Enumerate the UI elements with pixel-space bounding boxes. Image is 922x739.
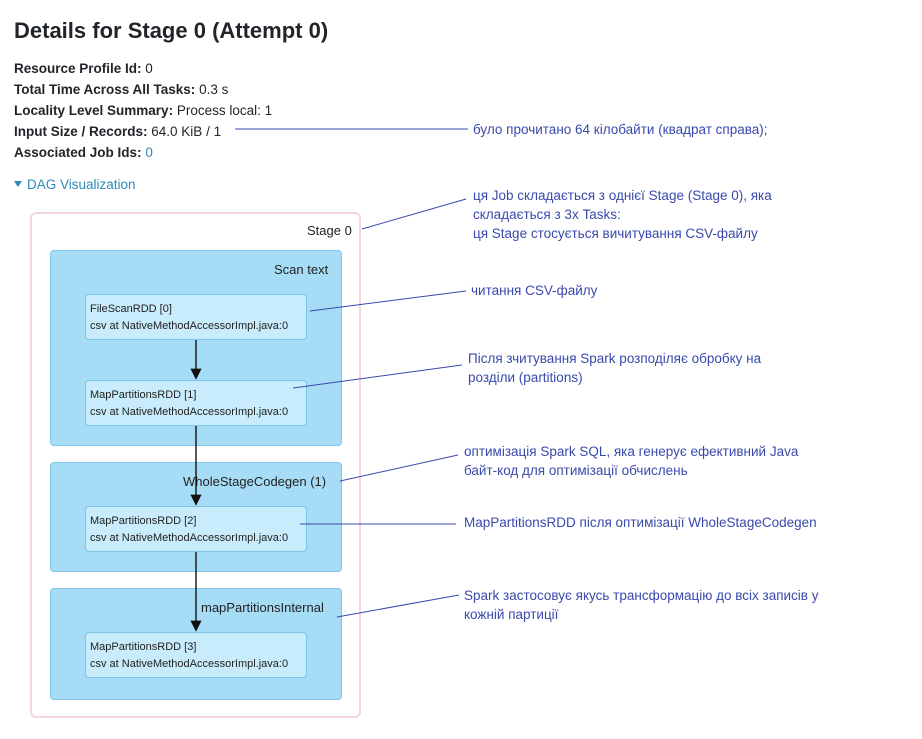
dag-visualization-label: DAG Visualization [27, 177, 136, 192]
summary-total-time: Total Time Across All Tasks: 0.3 s [14, 79, 272, 100]
annotation-partitions: Після зчитування Spark розподіляє обробк… [468, 349, 761, 387]
input-size-value: 64.0 KiB / 1 [147, 124, 222, 139]
annotation-stage-line3: ця Stage стосується вичитування CSV-файл… [473, 226, 758, 241]
rdd-node-callsite: csv at NativeMethodAccessorImpl.java:0 [90, 658, 289, 670]
cluster-label-scan-text: Scan text [274, 262, 329, 277]
rdd-node-callsite: csv at NativeMethodAccessorImpl.java:0 [90, 532, 289, 544]
locality-label: Locality Level Summary: [14, 103, 174, 118]
summary-locality: Locality Level Summary: Process local: 1 [14, 100, 272, 121]
annotation-stage-line1: ця Job складається з однієї Stage (Stage… [473, 188, 772, 203]
stage-summary-list: Resource Profile Id: 0 Total Time Across… [14, 58, 272, 163]
summary-resource-profile: Resource Profile Id: 0 [14, 58, 272, 79]
job-ids-label: Associated Job Ids: [14, 145, 142, 160]
cluster-label-wholestagecodegen: WholeStageCodegen (1) [183, 474, 327, 489]
job-id-link[interactable]: 0 [145, 145, 153, 160]
annotation-line-codegen [339, 454, 459, 482]
input-size-label: Input Size / Records: [14, 124, 148, 139]
annotation-partitions-line2: розділи (partitions) [468, 370, 583, 385]
annotation-line-partitions [292, 364, 463, 389]
rdd-node-name: MapPartitionsRDD [2] [90, 515, 197, 527]
annotation-mappartitions: Spark застосовує якусь трансформацію до … [464, 586, 818, 624]
resource-profile-value: 0 [141, 61, 153, 76]
annotation-mappartitions-line2: кожній партиції [464, 607, 559, 622]
page-title: Details for Stage 0 (Attempt 0) [14, 18, 329, 43]
annotation-mappartitions-line1: Spark застосовує якусь трансформацію до … [464, 588, 819, 603]
annotation-filescan: читання CSV-файлу [471, 283, 598, 298]
rdd-node-name: FileScanRDD [0] [90, 303, 172, 315]
stage-label: Stage 0 [307, 223, 352, 238]
resource-profile-label: Resource Profile Id: [14, 61, 142, 76]
annotation-line-filescan [309, 290, 467, 312]
dag-visualization-toggle[interactable]: DAG Visualization [14, 177, 136, 192]
rdd-node-mappartitions-1[interactable]: MapPartitionsRDD [1] csv at NativeMethod… [85, 380, 307, 426]
summary-job-ids: Associated Job Ids: 0 [14, 142, 272, 163]
annotation-codegen-line2: байт-код для оптимізації обчислень [464, 463, 688, 478]
rdd-node-filescan[interactable]: FileScanRDD [0] csv at NativeMethodAcces… [85, 294, 307, 340]
annotation-line-mappart [336, 594, 460, 618]
total-time-label: Total Time Across All Tasks: [14, 82, 196, 97]
rdd-node-name: MapPartitionsRDD [1] [90, 389, 197, 401]
rdd-node-callsite: csv at NativeMethodAccessorImpl.java:0 [90, 406, 289, 418]
cluster-label-mappartitionsinternal: mapPartitionsInternal [201, 600, 324, 615]
rdd-node-callsite: csv at NativeMethodAccessorImpl.java:0 [90, 320, 289, 332]
total-time-value: 0.3 s [195, 82, 229, 97]
rdd-node-name: MapPartitionsRDD [3] [90, 641, 197, 653]
rdd-node-mappartitions-3[interactable]: MapPartitionsRDD [3] csv at NativeMethod… [85, 632, 307, 678]
rdd-node-mappartitions-2[interactable]: MapPartitionsRDD [2] csv at NativeMethod… [85, 506, 307, 552]
locality-value: Process local: 1 [173, 103, 273, 118]
annotation-rdd2: MapPartitionsRDD після оптимізації Whole… [464, 515, 817, 530]
annotation-stage-line2: складається з 3х Tasks: [473, 207, 621, 222]
annotation-stage: ця Job складається з однієї Stage (Stage… [473, 186, 772, 243]
annotation-codegen-line1: оптимізація Spark SQL, яка генерує ефект… [464, 444, 799, 459]
annotation-input-size: було прочитано 64 кілобайти (квадрат спр… [473, 122, 768, 137]
annotation-line-stage [361, 198, 467, 230]
annotation-codegen: оптимізація Spark SQL, яка генерує ефект… [464, 442, 798, 480]
annotation-partitions-line1: Після зчитування Spark розподіляє обробк… [468, 351, 762, 366]
caret-down-icon [14, 181, 22, 187]
summary-input-size: Input Size / Records: 64.0 KiB / 1 [14, 121, 272, 142]
